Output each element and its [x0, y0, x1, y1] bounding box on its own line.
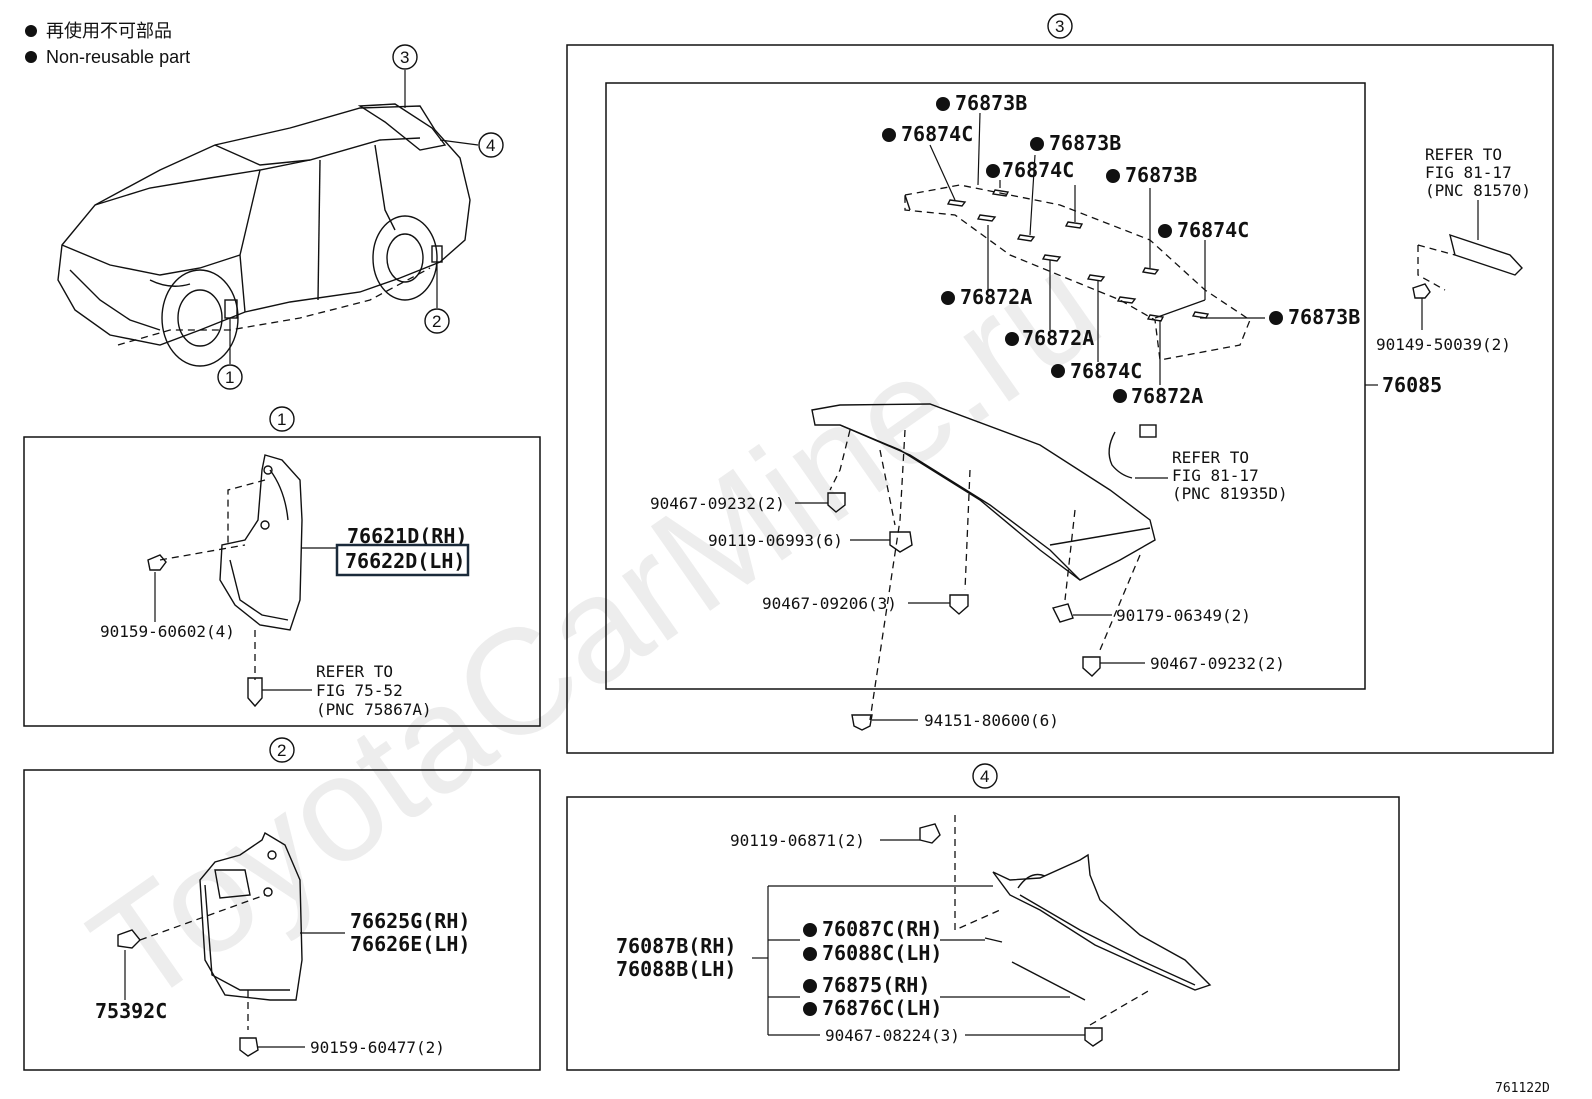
section-3-title: 3	[1055, 17, 1064, 36]
highlight-box	[335, 543, 470, 577]
part-76622D: 76622D(LH)	[345, 549, 465, 573]
tape-76088C: 76088C(LH)	[822, 941, 942, 965]
section-3-box	[566, 44, 1554, 754]
ref-81935D-line2: FIG 81-17	[1172, 466, 1259, 485]
bolt-icon	[147, 554, 167, 571]
part-90159-60602: 90159-60602(4)	[100, 622, 235, 641]
part-90467-08224: 90467-08224(3)	[825, 1026, 960, 1045]
section-2-marker	[269, 737, 295, 763]
bracket-icon	[1449, 233, 1523, 276]
callout-4	[478, 132, 504, 158]
ref-81935D-line3: (PNC 81935D)	[1172, 484, 1288, 503]
non-reusable-bullet-icon	[25, 51, 37, 63]
non-reusable-bullet-icon	[25, 25, 37, 37]
rear-mudguard	[199, 831, 303, 1001]
tape-76874C-3: 76874C	[1177, 218, 1249, 242]
part-76087B: 76087B(RH)	[616, 934, 736, 958]
tape-leaders	[929, 112, 1265, 385]
part-94151-80600: 94151-80600(6)	[924, 711, 1059, 730]
clip-icon	[1082, 656, 1101, 677]
callout-1	[217, 364, 243, 390]
section-4-title: 4	[980, 767, 989, 786]
tape-strip-long	[1011, 961, 1086, 1001]
section-1-marker	[269, 406, 295, 432]
bolt-icon	[117, 929, 141, 949]
part-90467-09206: 90467-09206(3)	[762, 594, 897, 613]
ref-81935D-line1: REFER TO	[1172, 448, 1249, 467]
callout-3	[392, 44, 418, 70]
ref-75-52-line2: FIG 75-52	[316, 681, 403, 700]
legend-japanese: 再使用不可部品	[46, 21, 172, 41]
tape-76873B-1: 76873B	[955, 91, 1027, 115]
part-90159-60477: 90159-60477(2)	[310, 1038, 445, 1057]
tape-76876C: 76876C(LH)	[822, 996, 942, 1020]
callout-2-label: 2	[432, 312, 441, 331]
diagram-id: 761122D	[1495, 1081, 1550, 1096]
tape-76873B-3: 76873B	[1125, 163, 1197, 187]
wire-harness	[1108, 431, 1133, 479]
tape-76873B-4: 76873B	[1288, 305, 1360, 329]
front-mudguard	[219, 454, 303, 631]
section-4-marker	[972, 763, 998, 789]
part-90119-06871: 90119-06871(2)	[730, 831, 865, 850]
callout-4-label: 4	[486, 136, 495, 155]
tape-76087C: 76087C(RH)	[822, 917, 942, 941]
part-76085: 76085	[1382, 373, 1442, 397]
ref-75-52-line3: (PNC 75867A)	[316, 700, 432, 719]
section-2-box	[23, 769, 541, 1071]
screw-icon	[1412, 283, 1431, 299]
section-3-marker	[1047, 13, 1073, 39]
section-3-inner-box	[605, 82, 1366, 690]
section-1-title: 1	[277, 410, 286, 429]
part-90467-09232-c: 90467-09232(2)	[1150, 654, 1285, 673]
screw-icon	[239, 1037, 259, 1057]
tape-76873B-2: 76873B	[1049, 131, 1121, 155]
part-76625G: 76625G(RH)	[350, 909, 470, 933]
tape-76874C-1: 76874C	[901, 122, 973, 146]
part-90179-06349: 90179-06349(2)	[1116, 606, 1251, 625]
connector-icon	[1139, 424, 1157, 438]
part-90119-06993: 90119-06993(6)	[708, 531, 843, 550]
part-76626E: 76626E(LH)	[350, 932, 470, 956]
part-75392C: 75392C	[95, 999, 167, 1023]
clip-icon	[949, 594, 969, 615]
tape-76875: 76875(RH)	[822, 973, 930, 997]
callout-2	[424, 308, 450, 334]
tape-76874C-4: 76874C	[1070, 359, 1142, 383]
callout-3-label: 3	[400, 48, 409, 67]
part-76088B: 76088B(LH)	[616, 957, 736, 981]
tape-76872A-3: 76872A	[1131, 384, 1203, 408]
tape-strip	[984, 937, 1003, 943]
tape-76872A-2: 76872A	[1022, 326, 1094, 350]
section-4-box	[566, 796, 1400, 1071]
clip-icon	[1084, 1027, 1103, 1047]
part-90467-09232-a: 90467-09232(2)	[650, 494, 785, 513]
spoiler-side-cover	[992, 853, 1212, 991]
grommet-icon	[889, 531, 913, 553]
section-2-title: 2	[277, 741, 286, 760]
legend-english: Non-reusable part	[46, 47, 190, 67]
nut-icon	[1051, 603, 1074, 623]
part-90149-50039: 90149-50039(2)	[1376, 335, 1511, 354]
vehicle-overview	[57, 103, 471, 367]
tape-76874C-2: 76874C	[1002, 158, 1074, 182]
tape-76872A-1: 76872A	[960, 285, 1032, 309]
ref-75-52-line1: REFER TO	[316, 662, 393, 681]
ref-81570-line1: REFER TO	[1425, 145, 1502, 164]
section-1-box	[23, 436, 541, 727]
callout-1-label: 1	[225, 368, 234, 387]
ref-81570-line3: (PNC 81570)	[1425, 181, 1531, 200]
cap-icon	[851, 714, 873, 731]
clip-icon	[247, 677, 263, 708]
ref-81570-line2: FIG 81-17	[1425, 163, 1512, 182]
screw-icon	[919, 823, 941, 844]
rear-spoiler	[811, 403, 1156, 581]
